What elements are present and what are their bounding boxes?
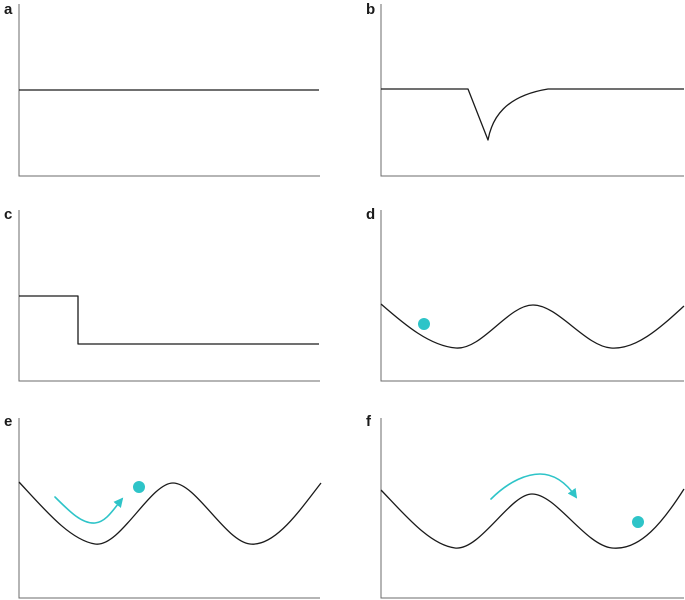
panel-d-particle — [418, 318, 430, 330]
panel-e-label: e — [4, 413, 12, 430]
panel-c-step-curve — [19, 295, 319, 345]
panel-e-double-well-curve — [18, 481, 322, 545]
panel-d-label: d — [366, 206, 375, 223]
panel-f-double-well-curve — [380, 488, 685, 549]
panel-c: c — [4, 206, 320, 382]
panel-f-crossing-arrow — [490, 473, 578, 500]
panel-f-particle — [632, 516, 644, 528]
panel-e-particle — [133, 481, 145, 493]
panel-c-label: c — [4, 206, 12, 223]
panel-e: e — [4, 413, 322, 599]
panel-d-double-well-curve — [380, 303, 685, 349]
panel-b: b — [366, 1, 684, 177]
panel-a: a — [4, 1, 320, 177]
panel-f: f — [366, 413, 685, 599]
panel-f-label: f — [366, 413, 372, 430]
panel-d-axes — [380, 210, 684, 382]
panel-c-axes — [18, 210, 320, 382]
panel-a-axes — [18, 4, 320, 177]
panel-d: d — [366, 206, 685, 382]
panel-f-axes — [380, 418, 684, 599]
panel-b-label: b — [366, 1, 375, 18]
panel-b-dip-curve — [381, 88, 684, 141]
panel-e-climb-arrow — [54, 496, 124, 524]
panel-b-axes — [380, 4, 684, 177]
panel-a-label: a — [4, 1, 13, 18]
panel-e-axes — [18, 418, 320, 599]
